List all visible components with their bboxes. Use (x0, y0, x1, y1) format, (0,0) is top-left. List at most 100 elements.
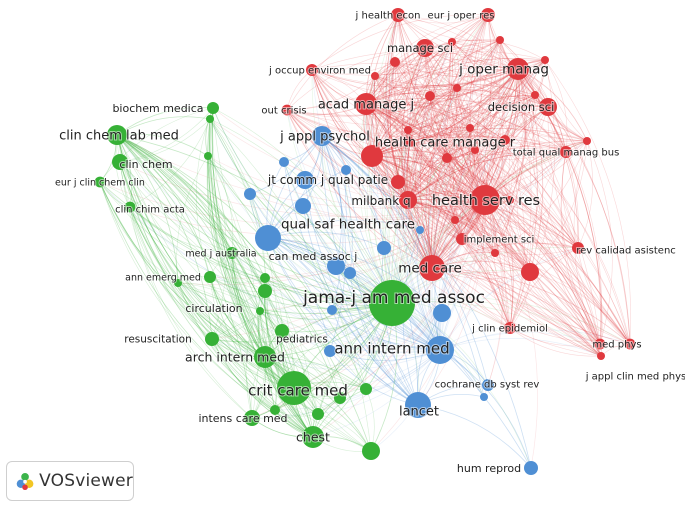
node-totalqual[interactable] (560, 146, 572, 158)
unlabeled-node[interactable] (500, 135, 510, 145)
node-japplclinmed[interactable] (624, 338, 636, 350)
link (267, 237, 331, 352)
unlabeled-node[interactable] (391, 175, 405, 189)
unlabeled-node[interactable] (506, 196, 514, 204)
node-implement[interactable] (456, 233, 468, 245)
link (467, 127, 496, 254)
node-annintern[interactable] (426, 336, 454, 364)
unlabeled-node[interactable] (531, 91, 539, 99)
unlabeled-node[interactable] (344, 267, 356, 279)
node-managesci[interactable] (416, 39, 434, 57)
unlabeled-node[interactable] (541, 56, 549, 64)
unlabeled-node[interactable] (521, 263, 539, 281)
link (504, 106, 549, 329)
node-joperman[interactable] (507, 58, 529, 80)
link (365, 103, 511, 201)
unlabeled-node[interactable] (405, 137, 415, 147)
unlabeled-node[interactable] (279, 157, 289, 167)
unlabeled-node[interactable] (256, 307, 264, 315)
unlabeled-node[interactable] (174, 279, 182, 287)
link (494, 140, 588, 254)
node-intenscare[interactable] (244, 410, 260, 426)
unlabeled-node[interactable] (491, 249, 499, 257)
unlabeled-node[interactable] (416, 226, 424, 234)
link (311, 61, 396, 75)
node-label-joperman: j oper manag (458, 62, 549, 78)
unlabeled-node[interactable] (453, 84, 461, 92)
unlabeled-node[interactable] (466, 124, 474, 132)
node-clinchemlab[interactable] (107, 125, 127, 145)
unlabeled-node[interactable] (597, 352, 605, 360)
unlabeled-node[interactable] (480, 393, 488, 401)
node-revcalidad[interactable] (572, 242, 584, 254)
node-resusc[interactable] (205, 332, 219, 346)
node-archintern[interactable] (254, 346, 276, 368)
unlabeled-node[interactable] (244, 188, 256, 200)
node-label-eurjclin: eur j clin chem clin (55, 177, 145, 188)
link (251, 397, 341, 420)
node-clinchem[interactable] (112, 154, 128, 170)
node-milbank[interactable] (399, 191, 417, 209)
node-critcare[interactable] (277, 371, 311, 405)
node-japplpsych[interactable] (312, 126, 332, 146)
unlabeled-node[interactable] (371, 72, 379, 80)
node-canmed[interactable] (327, 257, 345, 275)
cross-link (439, 199, 511, 351)
link (397, 94, 536, 183)
unlabeled-node[interactable] (334, 392, 346, 404)
unlabeled-node[interactable] (206, 115, 214, 123)
unlabeled-node[interactable] (442, 153, 452, 163)
node-eurjclin[interactable] (94, 176, 106, 188)
node-jtcomm[interactable] (296, 171, 314, 189)
unlabeled-node[interactable] (260, 273, 270, 283)
node-medcare[interactable] (419, 255, 445, 281)
unlabeled-node[interactable] (448, 38, 456, 46)
node-biochem[interactable] (207, 102, 219, 114)
node-cochrane[interactable] (482, 379, 494, 391)
node-eurjoper[interactable] (481, 8, 495, 22)
node-decisionsci[interactable] (539, 98, 557, 116)
unlabeled-node[interactable] (327, 305, 337, 315)
unlabeled-node[interactable] (362, 442, 380, 460)
unlabeled-node[interactable] (433, 304, 451, 322)
node-clinchim[interactable] (124, 201, 136, 213)
node-joccup[interactable] (306, 64, 318, 76)
link (484, 59, 546, 201)
unlabeled-node[interactable] (451, 216, 459, 224)
node-pediatrics[interactable] (275, 324, 289, 338)
unlabeled-node[interactable] (360, 383, 372, 395)
node-acadmanage[interactable] (355, 93, 377, 115)
unlabeled-node[interactable] (583, 137, 591, 145)
link (374, 75, 579, 249)
link (407, 95, 432, 201)
node-jama[interactable] (369, 280, 415, 326)
node-jclinepid[interactable] (504, 322, 516, 334)
node-medjaust[interactable] (226, 247, 238, 259)
node-qualsaf[interactable] (255, 225, 281, 251)
node-jhealthecon[interactable] (391, 8, 405, 22)
unlabeled-node[interactable] (204, 152, 212, 160)
unlabeled-node[interactable] (270, 405, 280, 415)
unlabeled-node[interactable] (404, 126, 412, 134)
node-medphys[interactable] (594, 338, 606, 350)
unlabeled-node[interactable] (295, 198, 311, 214)
node-outcrisis[interactable] (281, 104, 293, 116)
cross-link (211, 338, 441, 366)
node-chest[interactable] (302, 426, 324, 448)
unlabeled-node[interactable] (341, 165, 351, 175)
unlabeled-node[interactable] (425, 91, 435, 101)
unlabeled-node[interactable] (496, 36, 504, 44)
node-lancet[interactable] (405, 392, 431, 418)
unlabeled-node[interactable] (312, 408, 324, 420)
node-healthserv[interactable] (470, 185, 500, 215)
node-healthcaremanage[interactable] (361, 145, 383, 167)
link (207, 155, 367, 390)
link (129, 206, 393, 304)
unlabeled-node[interactable] (377, 241, 391, 255)
unlabeled-node[interactable] (324, 345, 336, 357)
node-annemerg[interactable] (204, 271, 216, 283)
unlabeled-node[interactable] (471, 146, 479, 154)
node-circulation[interactable] (258, 284, 272, 298)
unlabeled-node[interactable] (390, 57, 400, 67)
node-humreprod[interactable] (524, 461, 538, 475)
